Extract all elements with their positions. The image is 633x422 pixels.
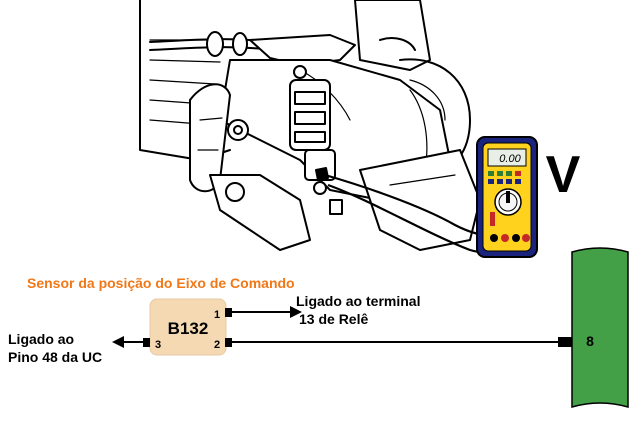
connector-block: 8 bbox=[571, 247, 629, 408]
pin-label-2: 2 bbox=[214, 339, 220, 351]
pin-label-1: 1 bbox=[214, 309, 220, 321]
meter-display-value: 0.00 bbox=[499, 153, 521, 165]
connector-pin-number: 8 bbox=[586, 333, 594, 349]
component-b132: B132 1 2 3 bbox=[149, 298, 227, 356]
pin-1-terminal bbox=[225, 308, 232, 317]
pin3-connection-line2: Pino 48 da UC bbox=[8, 349, 102, 365]
pin3-connection-line1: Ligado ao bbox=[8, 331, 74, 347]
pin3-wire bbox=[112, 336, 143, 348]
pin-label-3: 3 bbox=[155, 339, 161, 351]
component-code: B132 bbox=[168, 319, 209, 338]
pin1-wire bbox=[232, 306, 302, 318]
pin-3-terminal bbox=[143, 338, 150, 347]
meter-display bbox=[487, 148, 527, 167]
pin-2-terminal bbox=[225, 338, 232, 347]
diagram-title: Sensor da posição do Eixo de Comando bbox=[27, 275, 295, 291]
multimeter: 0.00 bbox=[476, 136, 538, 258]
engine-illustration bbox=[139, 0, 481, 251]
meter-unit-label: V bbox=[546, 146, 581, 204]
pin1-connection-line2: 13 de Relê bbox=[299, 311, 368, 327]
pin2-wire bbox=[232, 337, 572, 347]
pin1-connection-line1: Ligado ao terminal bbox=[296, 293, 420, 309]
